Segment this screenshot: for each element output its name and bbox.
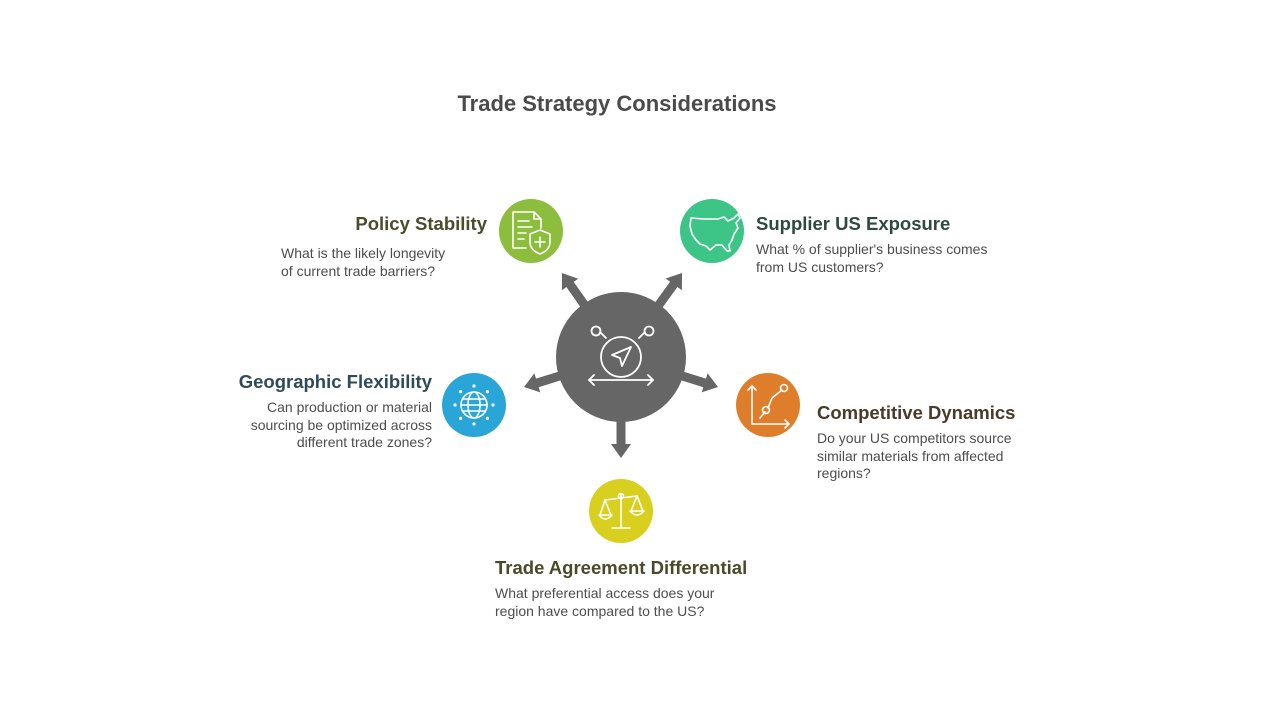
arrow-to-trade-agreement bbox=[611, 412, 631, 458]
globe-dots bbox=[453, 384, 495, 426]
trade-agreement-desc-line2: region have compared to the US? bbox=[495, 602, 705, 619]
central-hub bbox=[556, 292, 686, 422]
competitive-dynamics-desc-line3: regions? bbox=[817, 465, 871, 481]
competitive-dynamics-block: Competitive Dynamics Do your US competit… bbox=[817, 401, 1015, 483]
globe-dot bbox=[485, 390, 489, 394]
supplier-us-exposure-desc-line2: from US customers? bbox=[756, 258, 884, 275]
geographic-flexibility-block: Geographic Flexibility Can production or… bbox=[239, 370, 432, 452]
globe-dot bbox=[453, 403, 457, 407]
globe-dot bbox=[472, 422, 476, 426]
globe-dot bbox=[459, 416, 463, 420]
policy-stability-desc-line2: of current trade barriers? bbox=[281, 262, 436, 279]
supplier-us-exposure-circle bbox=[680, 199, 744, 263]
policy-stability-block: Policy Stability bbox=[355, 212, 487, 236]
supplier-us-exposure-heading: Supplier US Exposure bbox=[756, 213, 951, 234]
supplier-us-exposure-block: Supplier US Exposure What % of supplier'… bbox=[756, 212, 987, 276]
supplier-us-exposure-desc-line1: What % of supplier's business comes bbox=[756, 241, 988, 257]
geographic-flexibility-desc-line2: sourcing be optimized across bbox=[250, 416, 432, 433]
arrow-to-geographic-flexibility bbox=[524, 369, 570, 393]
policy-stability-heading: Policy Stability bbox=[355, 213, 487, 234]
policy-stability-desc-line1: What is the likely longevity bbox=[281, 245, 446, 261]
us-map-icon bbox=[689, 213, 741, 252]
competitive-dynamics-desc-line1: Do your US competitors source bbox=[817, 430, 1012, 446]
diagram-title: Trade Strategy Considerations bbox=[457, 91, 777, 116]
globe-dot bbox=[472, 384, 476, 388]
competitive-dynamics-heading: Competitive Dynamics bbox=[817, 402, 1016, 423]
trade-agreement-block: Trade Agreement Differential What prefer… bbox=[495, 556, 747, 620]
trade-agreement-desc-line1: What preferential access does your bbox=[495, 585, 715, 601]
competitive-dynamics-circle bbox=[736, 373, 800, 437]
arrow-to-competitive-dynamics bbox=[672, 369, 718, 393]
balance-scale-icon bbox=[598, 492, 645, 529]
line-chart-icon bbox=[747, 383, 790, 429]
globe-dot bbox=[491, 403, 495, 407]
competitive-dynamics-desc-line2: similar materials from affected bbox=[817, 447, 1004, 464]
globe-dot bbox=[459, 390, 463, 394]
globe-dot bbox=[485, 416, 489, 420]
trade-agreement-heading: Trade Agreement Differential bbox=[495, 557, 748, 578]
geographic-flexibility-desc-line3: different trade zones? bbox=[296, 434, 432, 450]
geographic-flexibility-heading: Geographic Flexibility bbox=[238, 371, 432, 392]
geographic-flexibility-desc-line1: Can production or material bbox=[267, 399, 432, 415]
navigation-compass-icon bbox=[588, 325, 655, 386]
globe-icon bbox=[460, 391, 488, 419]
document-shield-icon bbox=[512, 211, 551, 255]
policy-stability-circle bbox=[499, 199, 563, 263]
policy-stability-description: What is the likely longevity of current … bbox=[281, 240, 445, 280]
